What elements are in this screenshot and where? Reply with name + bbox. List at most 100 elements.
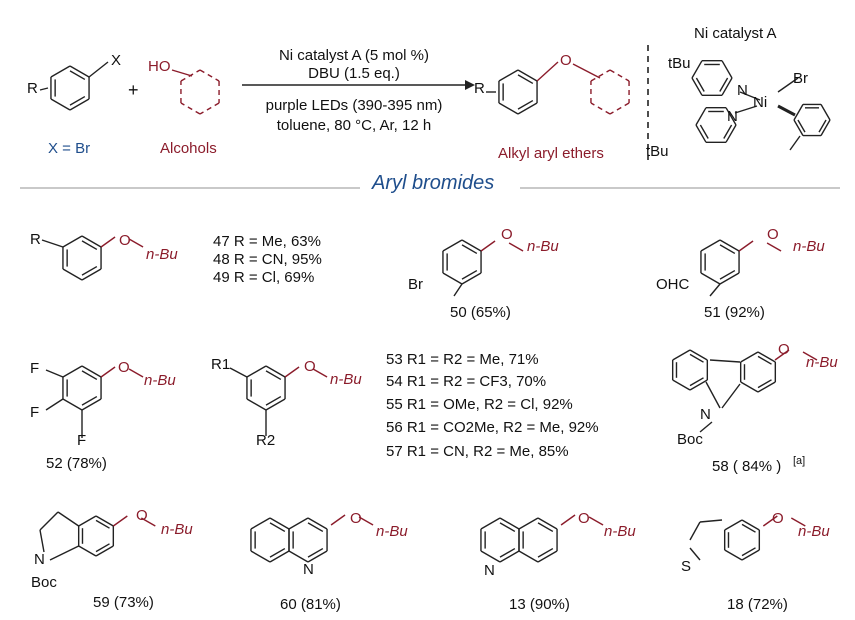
p13-ring-left-double-bond [499, 547, 516, 558]
p47-ring-bond [62, 268, 83, 281]
p50-br-label: Br [408, 276, 423, 293]
p58-ring-left-bond [672, 349, 691, 361]
p51-o-label: O [767, 226, 779, 243]
p18-thiophene-b [699, 519, 723, 523]
alcohol-ho-label: HO [148, 58, 171, 75]
alcohol-ho-bond [171, 69, 193, 77]
p49-yield: 49 R = Cl, 69% [213, 269, 315, 286]
product-alkyl-ring-bond [590, 69, 611, 82]
p52-f-bottom: F [77, 432, 87, 449]
p58-ring-right-bond [740, 381, 759, 393]
p50-o-c-bond [508, 242, 524, 252]
p18-thiophene-a [689, 521, 701, 541]
p58-ring-left-double-bond [689, 377, 704, 387]
p58-n-label: N [700, 406, 711, 423]
p47-o-c-bond [128, 238, 144, 248]
p60-n-label: N [303, 561, 314, 578]
catalyst-tbu-bottom: tBu [646, 143, 669, 160]
p60-yield: 60 (81%) [280, 596, 341, 613]
product-aro-bond [536, 61, 559, 82]
catalyst-tolyl-ring-bond [820, 104, 831, 121]
p58-ar-o-bond [774, 349, 790, 361]
p53-ring-bond [265, 365, 286, 378]
p13-ring-right-bond [518, 550, 539, 563]
p52-f-bond-mid [45, 398, 64, 411]
p59-boc-label: Boc [31, 574, 57, 591]
condition-base: DBU (1.5 eq.) [308, 65, 400, 82]
catalyst-pyridine-top-double-bond [719, 77, 729, 92]
catalyst-pyridine-bottom-bond [725, 107, 737, 126]
p52-ring-double-bond [81, 395, 98, 406]
p55-yield: 55 R1 = OMe, R2 = Cl, 92% [386, 396, 573, 413]
p52-ring-bond [81, 365, 102, 378]
product-aryl-ring-bond [498, 69, 519, 82]
p13-ring-right-bond [537, 517, 558, 530]
catalyst-pyridine-top-bond [721, 60, 733, 79]
catalyst-title: Ni catalyst A [694, 25, 777, 42]
p52-o-label: O [118, 359, 130, 376]
catalyst-pyridine-bottom-bond [695, 124, 707, 143]
alcohol-ring-bond [199, 69, 220, 82]
p58-ring-right-double-bond [757, 355, 772, 365]
product-aryl-ring-bond [498, 102, 519, 115]
p13-ring-right-double-bond [537, 522, 554, 533]
p59-pyrrole-b [39, 511, 59, 531]
product-aryl-ring-double-bond [517, 74, 534, 85]
p50-ring-bond [461, 272, 482, 285]
p59-benzo-ring-bond [78, 515, 97, 527]
p53-ring-bond [246, 365, 267, 378]
p59-pyrrole-a [57, 511, 80, 527]
p18-benzo-ring-double-bond [741, 547, 756, 557]
p18-benzo-ring-bond [724, 519, 743, 531]
catalyst-tolyl-ring-double-bond [818, 119, 827, 133]
p47-r-label: R [30, 231, 41, 248]
p60-ring-left-bond [250, 517, 271, 530]
p18-o-c-bond [790, 517, 806, 527]
p60-ring-left-double-bond [269, 547, 286, 558]
p60-ring-left-double-bond [269, 522, 286, 533]
p58-ring-left-bond [689, 379, 708, 391]
p47-yield: 47 R = Me, 63% [213, 233, 321, 250]
p59-pyrrole-d [49, 545, 79, 561]
p53-ring-bond [265, 398, 286, 411]
p50-o-label: O [501, 226, 513, 243]
p47-nbu-label: n-Bu [146, 246, 178, 263]
p58-n-boc-bond [699, 421, 713, 433]
p18-s-label: S [681, 558, 692, 575]
p51-ring-bond [700, 272, 721, 285]
product-oalk-bond [572, 63, 601, 79]
p57-yield: 57 R1 = CN, R2 = Me, 85% [386, 443, 569, 460]
product-alkyl-ring-bond [590, 102, 611, 115]
p58-pyrrole-bond-left [705, 381, 721, 409]
p58-ring-left-bond [672, 379, 691, 391]
p59-o-c-bond [140, 517, 156, 527]
p60-o-c-bond [358, 516, 374, 526]
p53-r1-label: R1 [211, 356, 231, 373]
catalyst-pyridine-top-double-bond [695, 77, 705, 92]
catalyst-tbu-top: tBu [668, 55, 691, 72]
substrate-ring-bond [69, 65, 90, 78]
p13-ring-left-bond [480, 550, 501, 563]
p59-nbu-label: n-Bu [161, 521, 193, 538]
p52-f-bond-top [45, 369, 64, 378]
p52-yield: 52 (78%) [46, 455, 107, 472]
p53-o-c-bond [312, 368, 328, 378]
p51-cho-bond [709, 283, 721, 297]
p54-yield: 54 R1 = R2 = CF3, 70% [386, 373, 547, 390]
p58-note: [a] [793, 455, 806, 467]
product-alkyl-ring-bond [609, 69, 630, 82]
p13-ar-o-bond [560, 514, 576, 526]
p58-o-label: O [778, 341, 790, 358]
p51-yield: 51 (92%) [704, 304, 765, 321]
substrate-ring-bond [69, 98, 90, 111]
plus-sign: + [128, 80, 139, 100]
catalyst-pyridine-bottom-double-bond [699, 124, 709, 139]
alcohol-ring-bond [199, 102, 220, 115]
product-aryl-ring-bond [517, 69, 538, 82]
condition-light: purple LEDs (390-395 nm) [265, 97, 443, 114]
product-o-label: O [560, 52, 572, 69]
catalyst-pyridine-bottom-double-bond [723, 124, 733, 139]
p53-yield: 53 R1 = R2 = Me, 71% [386, 351, 539, 368]
catalyst-methyl-bond [789, 135, 801, 151]
